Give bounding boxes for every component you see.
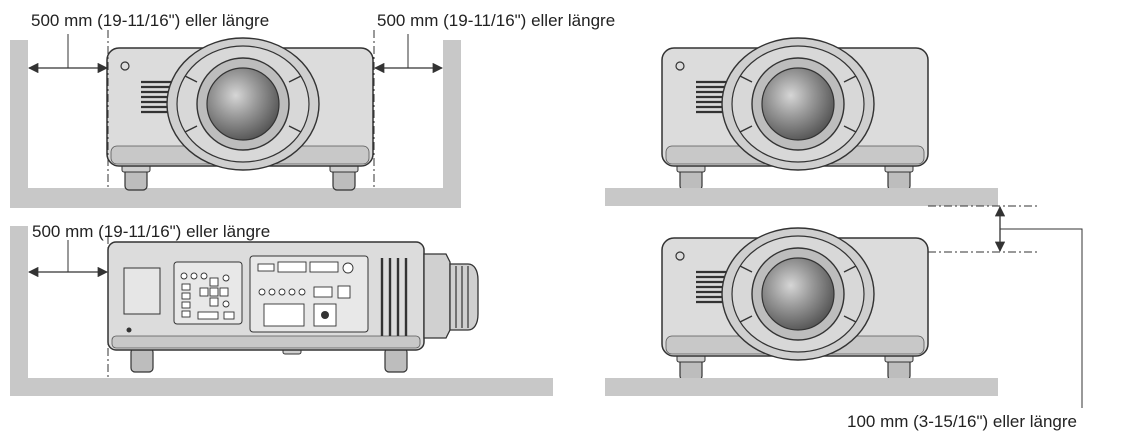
front-left-clearance-label: 500 mm (19-11/16") eller längre — [31, 11, 270, 30]
side-view-wall-installation — [10, 226, 553, 396]
front-view-wall-installation — [10, 30, 461, 208]
side-clearance-label: 500 mm (19-11/16") eller längre — [32, 222, 271, 241]
stacked-installation — [605, 36, 1083, 408]
front-right-clearance-label: 500 mm (19-11/16") eller längre — [377, 11, 616, 30]
stack-gap-label: 100 mm (3-15/16") eller längre — [847, 412, 1077, 431]
